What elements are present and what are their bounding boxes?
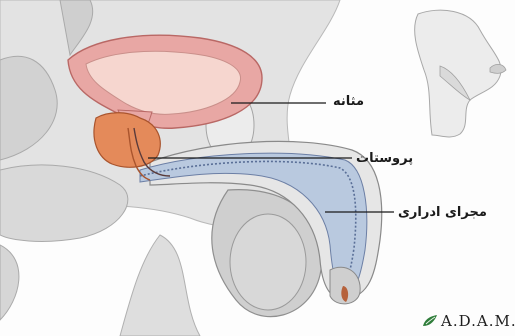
prostate-label: پروستات xyxy=(356,151,413,166)
leaf-icon xyxy=(422,314,438,328)
urethra-label: مجرای ادراری xyxy=(398,205,487,220)
logo-text: A.D.A.M. xyxy=(441,312,515,330)
bladder-label: مثانه xyxy=(333,94,364,109)
adam-logo: A.D.A.M. xyxy=(422,312,515,330)
